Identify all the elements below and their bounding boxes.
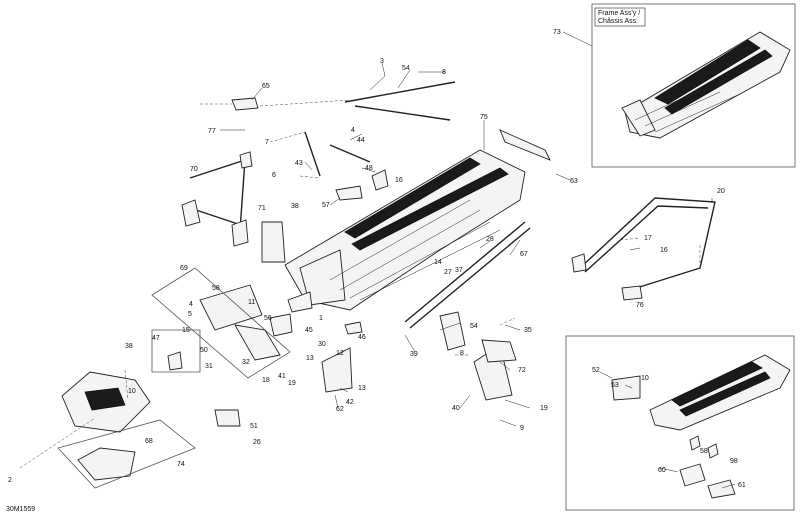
callout-68: 68 bbox=[145, 438, 153, 445]
callout-19a: 19 bbox=[288, 380, 296, 387]
callout-9: 9 bbox=[520, 425, 524, 432]
callout-4a: 4 bbox=[351, 127, 355, 134]
callout-57: 57 bbox=[322, 202, 330, 209]
callout-76: 76 bbox=[636, 302, 644, 309]
callout-37: 37 bbox=[455, 267, 463, 274]
callout-1: 1 bbox=[319, 315, 323, 322]
inset-title-line-2: Châssis Ass. bbox=[598, 18, 638, 25]
callout-62: 62 bbox=[336, 406, 344, 413]
callout-38a: 38 bbox=[291, 203, 299, 210]
left-brackets bbox=[151, 221, 363, 393]
callout-60: 60 bbox=[658, 467, 666, 474]
steering-support bbox=[181, 151, 253, 247]
callout-73: 73 bbox=[553, 29, 561, 36]
callout-40: 40 bbox=[452, 405, 460, 412]
callout-70: 70 bbox=[190, 166, 198, 173]
callout-20: 20 bbox=[717, 188, 725, 195]
callout-43: 43 bbox=[295, 160, 303, 167]
callout-77: 77 bbox=[208, 128, 216, 135]
callout-53: 53 bbox=[611, 382, 619, 389]
callout-8a: 8 bbox=[442, 69, 446, 76]
callout-5: 5 bbox=[188, 311, 192, 318]
callout-56: 56 bbox=[264, 315, 272, 322]
callout-46: 46 bbox=[358, 334, 366, 341]
callout-3: 3 bbox=[380, 58, 384, 65]
callout-65: 65 bbox=[262, 83, 270, 90]
callout-38b: 38 bbox=[125, 343, 133, 350]
callout-67: 67 bbox=[520, 251, 528, 258]
callout-52: 52 bbox=[592, 367, 600, 374]
callout-61: 61 bbox=[738, 482, 746, 489]
callout-71: 71 bbox=[258, 205, 266, 212]
callout-16b: 16 bbox=[660, 247, 668, 254]
callout-51: 51 bbox=[250, 423, 258, 430]
inset-title-line-1: Frame Ass'y / bbox=[598, 10, 640, 17]
inset-rear-assembly bbox=[565, 335, 795, 511]
callout-17: 17 bbox=[644, 235, 652, 242]
callout-15: 15 bbox=[182, 327, 190, 334]
callout-31: 31 bbox=[205, 363, 213, 370]
right-lower-group bbox=[439, 197, 716, 401]
callout-32: 32 bbox=[242, 359, 250, 366]
callout-19b: 19 bbox=[540, 405, 548, 412]
callout-74: 74 bbox=[177, 461, 185, 468]
callout-12: 12 bbox=[336, 350, 344, 357]
callout-13b: 13 bbox=[358, 385, 366, 392]
callout-28a: 28 bbox=[486, 236, 494, 243]
upper-bars bbox=[231, 81, 551, 201]
callout-58: 58 bbox=[212, 285, 220, 292]
assembly-lines bbox=[19, 99, 701, 469]
callout-48: 48 bbox=[365, 165, 373, 172]
callout-35: 35 bbox=[524, 327, 532, 334]
callout-54a: 54 bbox=[402, 65, 410, 72]
callout-58b: 58 bbox=[700, 448, 708, 455]
callout-44: 44 bbox=[357, 137, 365, 144]
callout-72: 72 bbox=[518, 367, 526, 374]
callout-8b: 8 bbox=[460, 350, 464, 357]
callout-39: 39 bbox=[410, 351, 418, 358]
callout-18: 18 bbox=[262, 377, 270, 384]
front-bumper-group bbox=[57, 371, 241, 489]
callout-10b: 10 bbox=[641, 375, 649, 382]
callout-27: 27 bbox=[444, 269, 452, 276]
callout-16a: 16 bbox=[395, 177, 403, 184]
callout-7: 7 bbox=[265, 139, 269, 146]
callout-14: 14 bbox=[434, 259, 442, 266]
callout-75: 75 bbox=[480, 114, 488, 121]
callout-10a: 10 bbox=[128, 388, 136, 395]
callout-2: 2 bbox=[8, 477, 12, 484]
callout-26: 26 bbox=[253, 439, 261, 446]
callout-63: 63 bbox=[570, 178, 578, 185]
callout-98: 98 bbox=[730, 458, 738, 465]
callout-42: 42 bbox=[346, 399, 354, 406]
callout-30: 30 bbox=[318, 341, 326, 348]
callout-6: 6 bbox=[272, 172, 276, 179]
callout-69: 69 bbox=[180, 265, 188, 272]
callout-50: 50 bbox=[200, 347, 208, 354]
leader-lines bbox=[220, 31, 736, 489]
callout-11: 11 bbox=[248, 299, 255, 306]
callout-54b: 54 bbox=[470, 323, 478, 330]
callout-41: 41 bbox=[278, 373, 286, 380]
callout-47: 47 bbox=[152, 335, 160, 342]
diagram-reference: 30M1559 bbox=[6, 506, 35, 513]
callout-45: 45 bbox=[305, 327, 313, 334]
inset-frame-assembly: Frame Ass'y / Châssis Ass. bbox=[591, 3, 796, 168]
callout-4b: 4 bbox=[189, 301, 193, 308]
callout-13a: 13 bbox=[306, 355, 314, 362]
tunnel-assembly bbox=[284, 149, 531, 329]
callout-labels: 73 3 54 8 65 77 75 7 4 44 43 6 48 16 63 … bbox=[6, 29, 746, 513]
